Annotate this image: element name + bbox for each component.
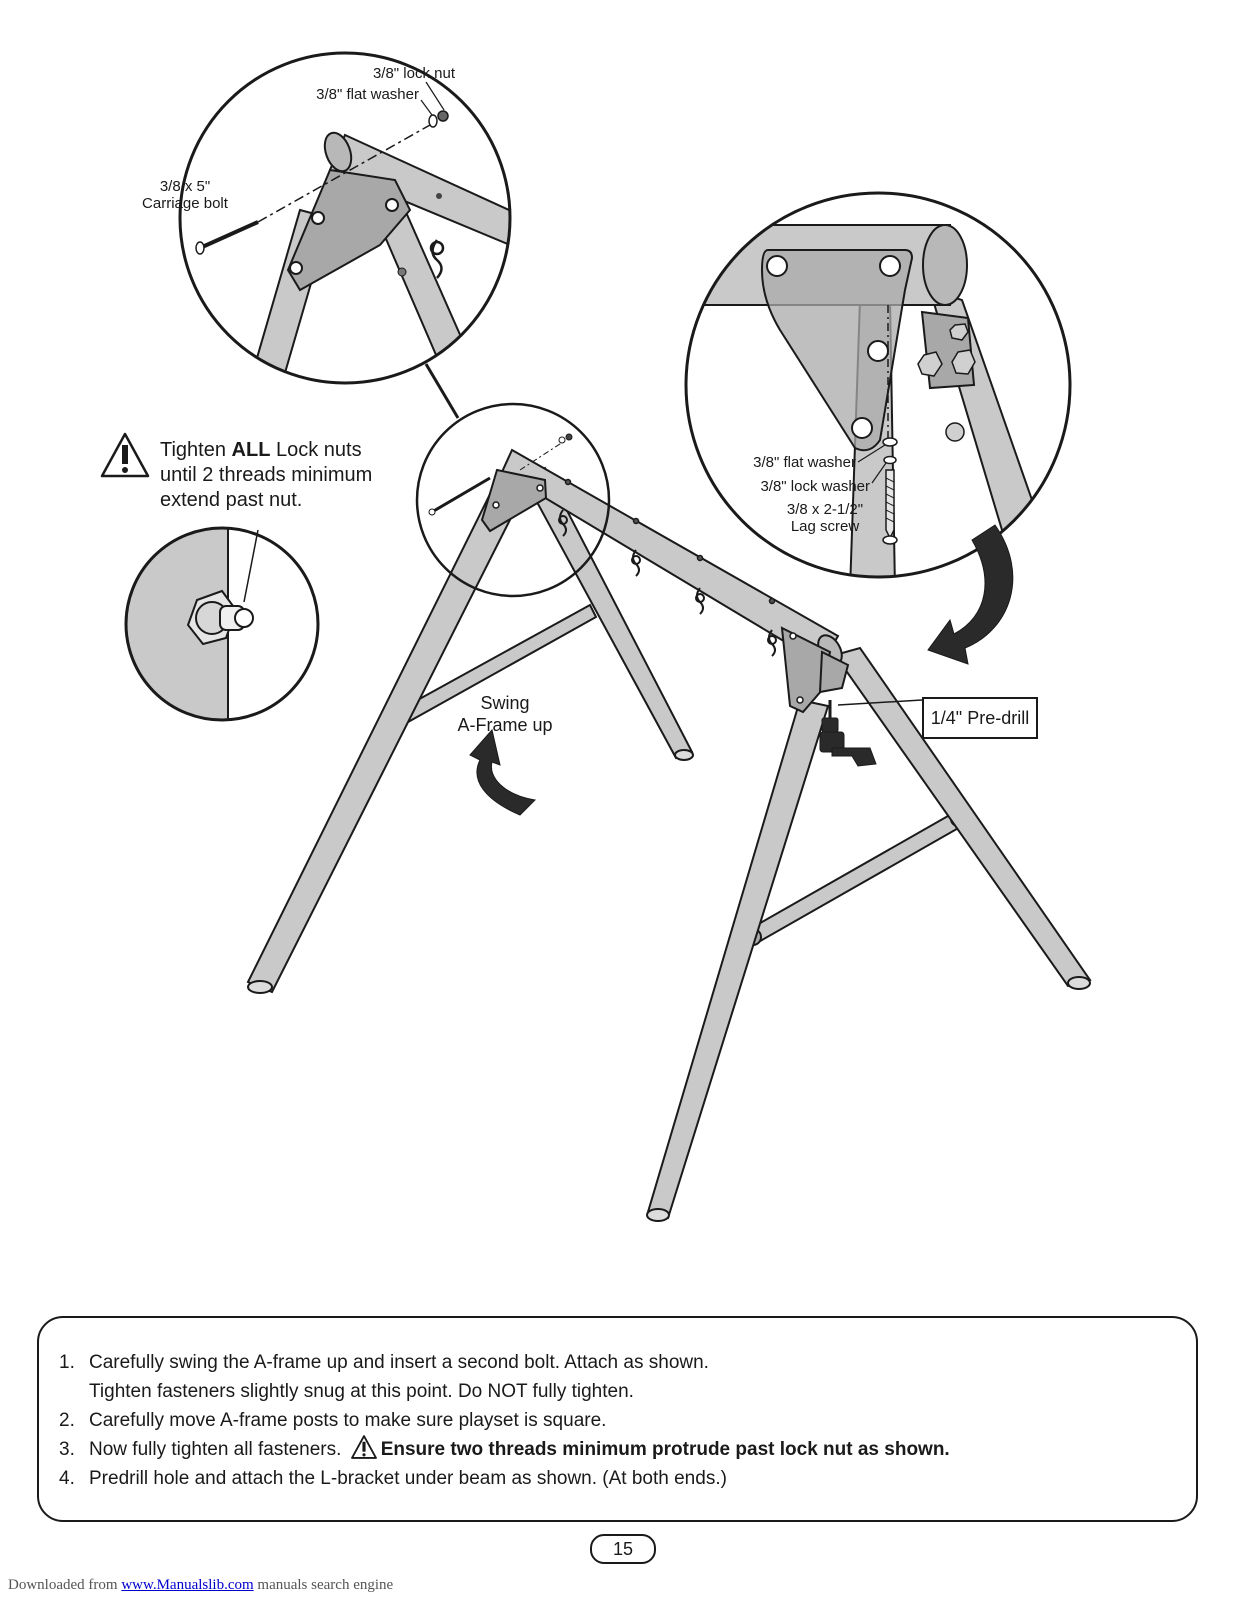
footer: Downloaded from www.Manualslib.com manua… [8,1577,394,1593]
right-back-leg [833,646,1092,988]
warning-text: Tighten ALL Lock nuts until 2 threads mi… [160,438,372,513]
curved-arrow-icon [927,524,1014,665]
swing-hangers [558,509,777,657]
predrill-callout: 1/4" Pre-drill [922,697,1038,739]
warning-icon [100,432,150,478]
carriage-bolt-label: 3/8 x 5" Carriage bolt [130,178,240,212]
swing-a-frame [246,448,1092,1222]
flat-washer-label: 3/8" flat washer [316,86,419,103]
warning-icon [350,1435,377,1459]
instruction-step-2: 2. Carefully move A-frame posts to make … [59,1410,607,1431]
warning-line-3: extend past nut. [160,489,303,511]
instructions-box: 1. Carefully swing the A-frame up and in… [37,1316,1198,1522]
lag-screw-type: Lag screw [790,518,860,535]
carriage-bolt-type: Carriage bolt [142,195,228,212]
lock-washer-label: 3/8" lock washer [760,478,870,495]
instruction-step-1: 1. Carefully swing the A-frame up and in… [59,1352,709,1402]
lock-nut-label: 3/8" lock nut [372,65,455,82]
lock-nut-detail [126,528,318,720]
warning-line-2: until 2 threads minimum [160,464,373,486]
page-number: 15 [590,1534,656,1564]
right-bracket [780,626,832,714]
instruction-step-3: 3. Now fully tighten all fasteners. Ensu… [59,1435,950,1464]
carriage-bolt-detail [180,53,510,383]
manualslib-link[interactable]: www.Manualslib.com [121,1577,254,1593]
warning-line-1: Tighten ALL Lock nuts [160,439,362,461]
right-front-leg [646,698,830,1220]
aframe-up-label: A-Frame up [457,715,553,735]
left-bracket [480,468,548,533]
carriage-bolt-size: 3/8 x 5" [159,178,211,195]
instruction-step-4: 4. Predrill hole and attach the L-bracke… [59,1468,727,1489]
warning-emphasis: ALL [231,439,271,461]
swing-arrow-icon [469,728,537,816]
lag-screw-size: 3/8 x 2-1/2" [786,501,864,518]
lag-screw-label: 3/8 x 2-1/2" Lag screw [772,501,878,535]
drill-icon [819,700,877,767]
thread-warning: Ensure two threads minimum protrude past… [380,1439,950,1460]
instruction-list: 1. Carefully swing the A-frame up and in… [59,1348,950,1493]
swing-aframe-label: Swing A-Frame up [440,692,570,736]
flat-washer-right-label: 3/8" flat washer [753,454,856,471]
swing-label: Swing [480,693,530,713]
